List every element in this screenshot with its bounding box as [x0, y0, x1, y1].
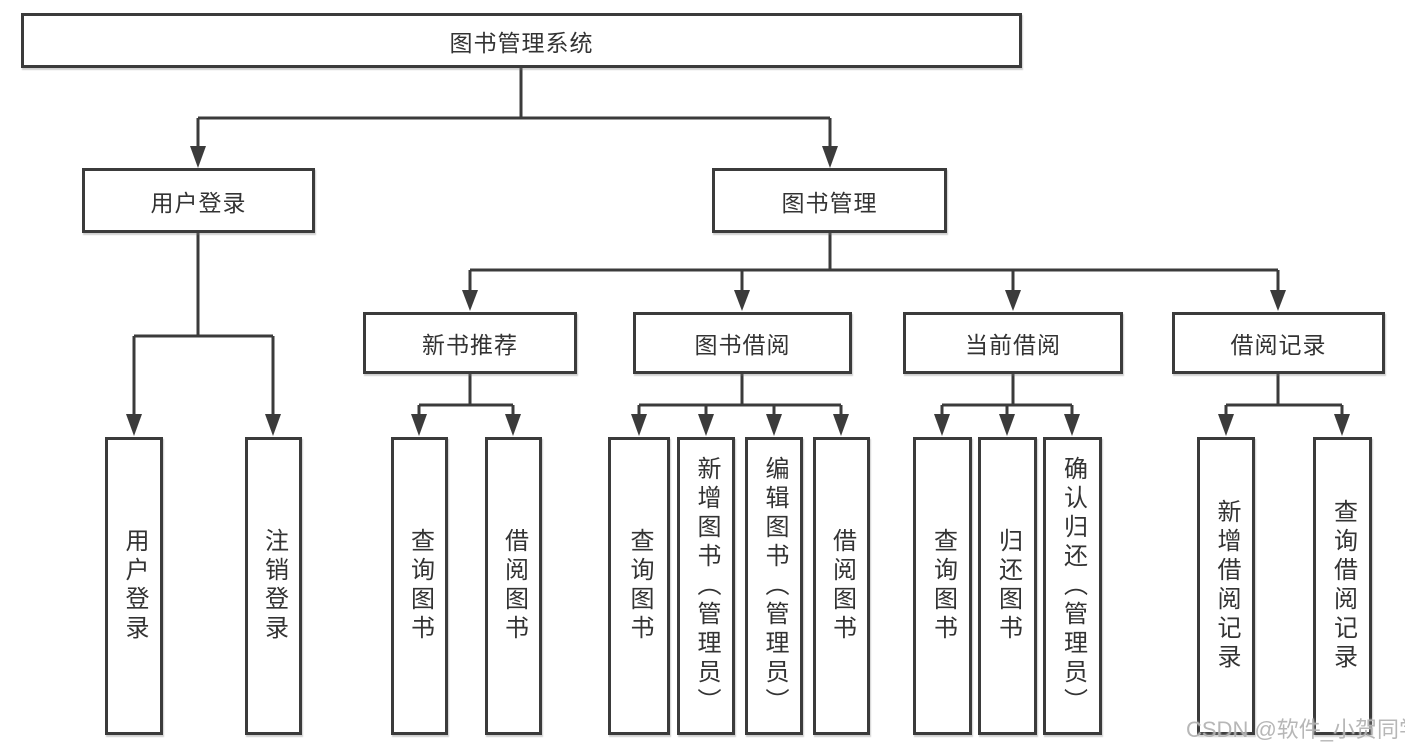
connector-bookborrow-leaves: [637, 374, 843, 416]
node-borrow-record: 借阅记录: [1172, 312, 1385, 374]
arrowheads-level3: [462, 290, 1286, 311]
arrowheads-leaves: [126, 414, 1350, 436]
leaf-borrow-books-2: 借阅图书: [813, 437, 870, 735]
connector-borrowrecord-leaves: [1224, 374, 1344, 416]
node-user-login: 用户登录: [82, 168, 315, 233]
connector-root-to-level2: [196, 68, 832, 148]
csdn-watermark: CSDN @软件_小贺同学: [1186, 717, 1405, 742]
leaf-query-borrow-record: 查询借阅记录: [1313, 437, 1372, 735]
leaf-query-books-2: 查询图书: [608, 437, 670, 735]
node-current-borrow: 当前借阅: [903, 312, 1123, 374]
leaf-logout: 注销登录: [245, 437, 302, 735]
leaf-add-borrow-record: 新增借阅记录: [1197, 437, 1255, 735]
node-new-book-recommend-label: 新书推荐: [422, 332, 518, 358]
node-root-label: 图书管理系统: [449, 29, 594, 56]
arrowheads-level2: [190, 146, 838, 168]
leaf-user-login-label: 用户登录: [121, 528, 148, 644]
node-root: 图书管理系统: [21, 13, 1022, 68]
node-book-management: 图书管理: [712, 168, 947, 233]
leaf-borrow-books-1-label: 借阅图书: [500, 528, 528, 644]
node-user-login-label: 用户登录: [150, 189, 247, 216]
connector-currentborrow-leaves: [940, 374, 1074, 416]
node-book-borrow: 图书借阅: [633, 312, 852, 374]
leaf-add-books-admin: 新增图书（管理员）: [677, 437, 735, 735]
leaf-return-books: 归还图书: [978, 437, 1037, 735]
leaf-borrow-books-2-label: 借阅图书: [828, 528, 856, 644]
node-borrow-record-label: 借阅记录: [1230, 332, 1327, 358]
connector-newbook-leaves: [417, 374, 515, 416]
connector-userlogin-leaves: [132, 233, 275, 416]
leaf-return-books-label: 归还图书: [994, 528, 1022, 644]
leaf-add-books-admin-label: 新增图书（管理员）: [693, 455, 720, 717]
leaf-confirm-return-admin-label: 确认归还（管理员）: [1059, 455, 1087, 717]
leaf-user-login: 用户登录: [105, 437, 163, 735]
leaf-logout-label: 注销登录: [260, 528, 288, 644]
leaf-query-books-3: 查询图书: [913, 437, 972, 735]
leaf-query-books-1-label: 查询图书: [406, 528, 434, 644]
leaf-add-borrow-record-label: 新增借阅记录: [1213, 499, 1240, 673]
leaf-query-books-3-label: 查询图书: [929, 528, 957, 644]
leaf-query-books-1: 查询图书: [391, 437, 448, 735]
leaf-query-borrow-record-label: 查询借阅记录: [1329, 499, 1357, 673]
node-new-book-recommend: 新书推荐: [363, 312, 577, 374]
leaf-edit-books-admin: 编辑图书（管理员）: [745, 437, 803, 735]
leaf-confirm-return-admin: 确认归还（管理员）: [1043, 437, 1102, 735]
node-book-management-label: 图书管理: [781, 189, 878, 216]
node-book-borrow-label: 图书借阅: [694, 332, 791, 358]
leaf-edit-books-admin-label: 编辑图书（管理员）: [761, 455, 788, 717]
leaf-query-books-2-label: 查询图书: [626, 528, 653, 644]
leaf-borrow-books-1: 借阅图书: [485, 437, 542, 735]
node-current-borrow-label: 当前借阅: [965, 332, 1061, 358]
connector-bookmgmt-to-level3: [468, 233, 1280, 292]
